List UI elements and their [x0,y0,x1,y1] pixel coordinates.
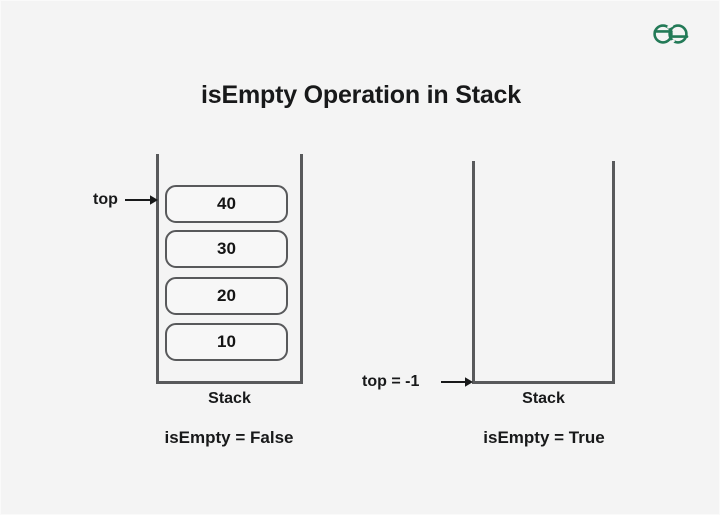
stack-element-0: 40 [165,185,288,223]
stack-element-1: 30 [165,230,288,268]
top-pointer-arrow-left [125,193,159,212]
stack-container-left [156,154,303,384]
isempty-result-left: isEmpty = False [164,428,294,447]
stack-element-3: 10 [165,323,288,361]
geeksforgeeks-logo-icon [650,19,692,49]
top-pointer-arrow-right [441,375,474,394]
top-pointer-label-right: top = -1 [362,373,420,390]
stack-label-left: Stack [208,390,251,407]
page-title: isEmpty Operation in Stack [201,81,521,109]
stack-label-right: Stack [522,390,565,407]
stack-container-right [472,161,615,384]
stack-element-2: 20 [165,277,288,315]
isempty-result-right: isEmpty = True [483,428,605,447]
top-pointer-label-left: top [93,191,118,208]
